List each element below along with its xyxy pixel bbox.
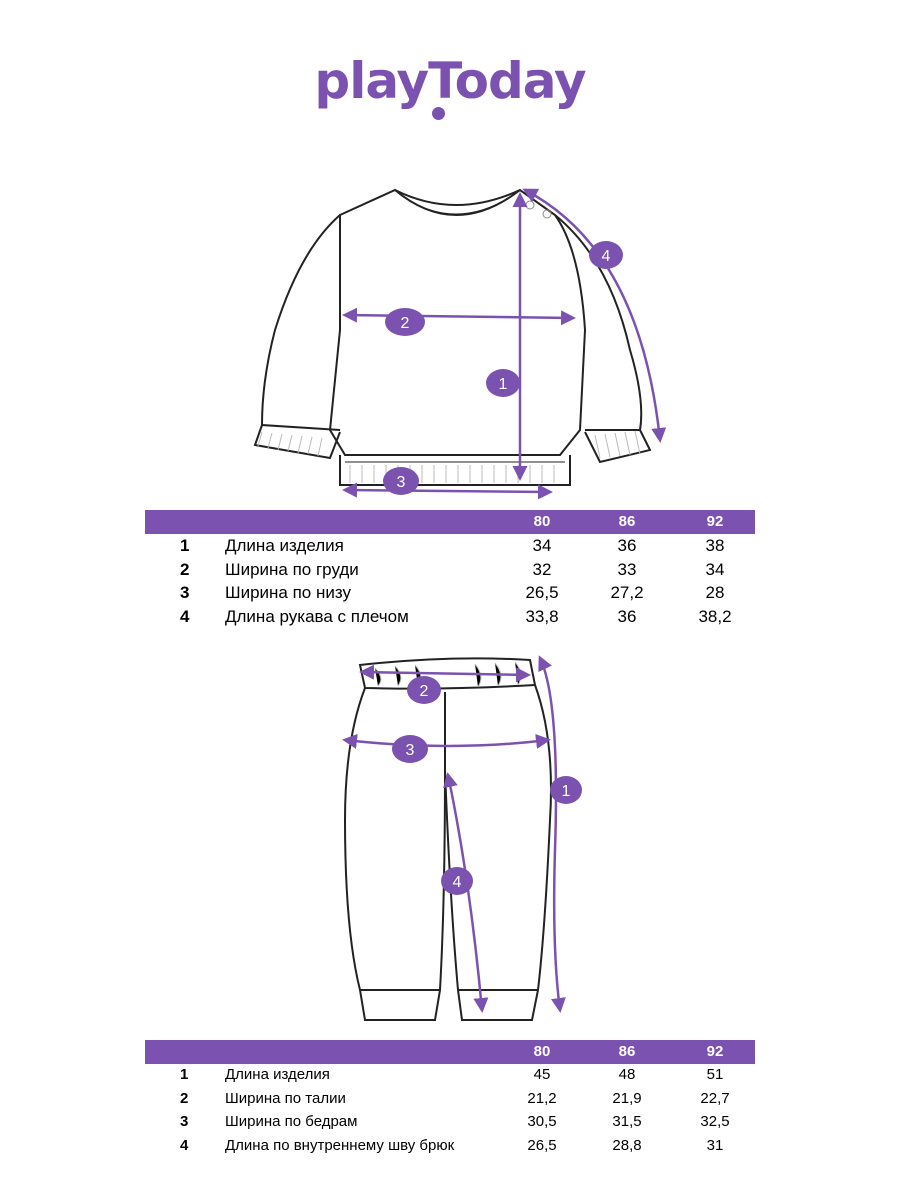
row-value: 45 xyxy=(533,1066,551,1083)
pants-size-table: 80 86 92 1 Длина изделия 45 48 51 2 Шири… xyxy=(145,1040,755,1158)
row-number: 4 xyxy=(180,1136,189,1154)
row-label: Длина изделия xyxy=(225,536,344,555)
row-value: 36 xyxy=(617,606,637,626)
table-header: 80 86 92 xyxy=(145,1040,755,1064)
row-number: 2 xyxy=(180,1089,189,1107)
row-number: 3 xyxy=(180,1113,189,1130)
row-value: 51 xyxy=(706,1066,724,1083)
row-value: 21,9 xyxy=(612,1089,642,1107)
row-number: 4 xyxy=(180,606,190,626)
row-value: 38,2 xyxy=(698,606,732,626)
marker-4: 4 xyxy=(589,241,623,269)
table-row: 3 Ширина по низу 26,5 27,2 28 xyxy=(145,581,755,605)
pants-diagram: 1 2 3 4 xyxy=(342,655,582,1021)
table-row: 2 Ширина по груди 32 33 34 xyxy=(145,558,755,582)
row-value: 28 xyxy=(705,583,725,602)
row-value: 33 xyxy=(617,559,637,579)
marker-2: 2 xyxy=(407,676,441,704)
pants-outline xyxy=(343,657,552,1021)
marker-1: 1 xyxy=(550,776,582,804)
table-row: 1 Длина изделия 45 48 51 xyxy=(145,1064,755,1088)
measure-line-3 xyxy=(342,733,551,749)
row-value: 31 xyxy=(706,1136,724,1154)
row-label: Длина изделия xyxy=(225,1066,330,1083)
svg-text:2: 2 xyxy=(401,315,410,332)
row-value: 26,5 xyxy=(525,583,559,602)
sweatshirt-outline xyxy=(253,188,652,486)
row-value: 32 xyxy=(532,559,552,579)
svg-text:1: 1 xyxy=(499,376,508,393)
row-value: 22,7 xyxy=(700,1089,730,1107)
button-icon xyxy=(542,209,552,219)
row-label: Ширина по груди xyxy=(225,559,359,579)
table-row: 3 Ширина по бедрам 30,5 31,5 32,5 xyxy=(145,1111,755,1135)
logo-dot xyxy=(432,107,445,120)
table-header: 80 86 92 xyxy=(145,510,755,534)
svg-text:3: 3 xyxy=(397,474,406,491)
row-label: Ширина по низу xyxy=(225,583,351,602)
measure-line-4 xyxy=(522,188,667,443)
size-header: 86 xyxy=(618,513,636,530)
measure-line-2 xyxy=(359,664,531,683)
row-value: 30,5 xyxy=(527,1113,557,1130)
row-value: 36 xyxy=(617,536,637,555)
row-value: 31,5 xyxy=(612,1113,642,1130)
size-header: 92 xyxy=(706,513,724,530)
table-row: 4 Длина рукава с плечом 33,8 36 38,2 xyxy=(145,605,755,629)
marker-1: 1 xyxy=(486,369,520,397)
measure-line-3 xyxy=(342,482,553,500)
size-header: 80 xyxy=(533,513,551,530)
pants-markers: 1 2 3 4 xyxy=(392,676,582,895)
measure-line-2 xyxy=(342,307,576,326)
marker-3: 3 xyxy=(383,467,419,495)
row-value: 34 xyxy=(705,559,725,579)
row-value: 32,5 xyxy=(700,1113,730,1130)
row-value: 38 xyxy=(705,536,725,555)
svg-text:3: 3 xyxy=(406,742,415,759)
table-row: 1 Длина изделия 34 36 38 xyxy=(145,534,755,558)
row-value: 27,2 xyxy=(610,583,644,602)
row-label: Ширина по талии xyxy=(225,1089,346,1107)
row-number: 1 xyxy=(180,1066,189,1083)
row-value: 33,8 xyxy=(525,606,559,626)
brand-logo: playToday xyxy=(314,52,586,110)
rib-texture xyxy=(257,430,641,483)
row-label: Ширина по бедрам xyxy=(225,1113,358,1130)
row-value: 21,2 xyxy=(527,1089,557,1107)
button-icon xyxy=(525,200,535,210)
sweatshirt-size-table: 80 86 92 1 Длина изделия 34 36 38 2 Шири… xyxy=(145,510,755,628)
sweatshirt-markers: 1 2 3 4 xyxy=(383,241,623,495)
row-value: 48 xyxy=(618,1066,636,1083)
row-label: Длина рукава с плечом xyxy=(225,606,409,626)
svg-text:4: 4 xyxy=(453,874,462,891)
table-row: 4 Длина по внутреннему шву брюк 26,5 28,… xyxy=(145,1135,755,1159)
svg-text:2: 2 xyxy=(420,683,429,700)
table-row: 2 Ширина по талии 21,2 21,9 22,7 xyxy=(145,1088,755,1112)
size-header: 92 xyxy=(706,1043,724,1060)
row-number: 3 xyxy=(180,583,190,602)
measure-line-1 xyxy=(538,655,566,1013)
row-value: 34 xyxy=(532,536,552,555)
size-header: 80 xyxy=(533,1043,551,1060)
size-header: 86 xyxy=(618,1043,636,1060)
row-value: 28,8 xyxy=(612,1136,642,1154)
row-label: Длина по внутреннему шву брюк xyxy=(225,1136,455,1154)
svg-text:4: 4 xyxy=(602,248,611,265)
marker-2: 2 xyxy=(385,308,425,336)
row-number: 1 xyxy=(180,536,190,555)
svg-text:1: 1 xyxy=(562,783,571,800)
marker-3: 3 xyxy=(392,735,428,763)
row-number: 2 xyxy=(180,559,190,579)
marker-4: 4 xyxy=(441,867,473,895)
row-value: 26,5 xyxy=(527,1136,557,1154)
sweatshirt-diagram: 1 2 3 4 xyxy=(253,188,667,500)
